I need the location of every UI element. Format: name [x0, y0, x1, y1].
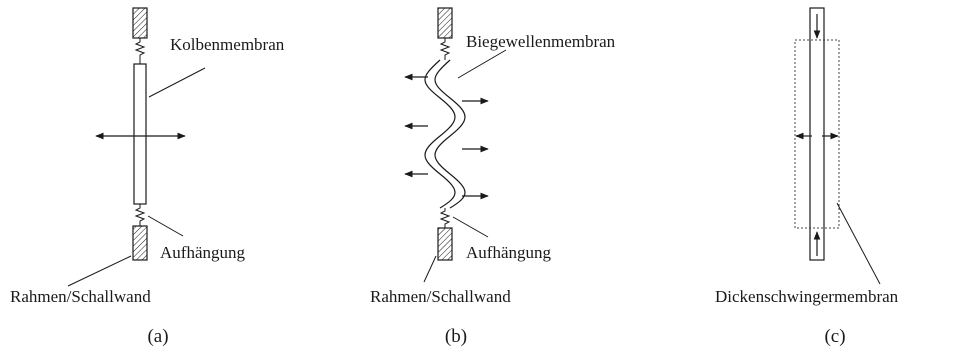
panel-a: Kolbenmembran Aufhängung Rahmen/Schallwa…: [10, 7, 285, 347]
leader-membrane-b: [457, 49, 507, 79]
suspension-spring-bottom-b: [439, 208, 451, 228]
membrane-label-c: Dickenschwingermembran: [715, 287, 899, 306]
frame-label-a: Rahmen/Schallwand: [10, 287, 151, 306]
leader-membrane-c: [836, 202, 881, 285]
leader-membrane-a: [148, 67, 206, 98]
caption-c: (c): [824, 326, 845, 347]
caption-b: (b): [445, 326, 467, 347]
suspension-spring-top-b: [439, 38, 451, 60]
bending-membrane-right-edge-b: [434, 59, 466, 209]
caption-a: (a): [147, 326, 168, 347]
panel-c: Dickenschwingermembran (c): [715, 7, 899, 347]
frame-bottom-a: [132, 225, 148, 261]
piston-membrane-a: [133, 63, 147, 205]
frame-label-b: Rahmen/Schallwand: [370, 287, 511, 306]
membrane-label-a: Kolbenmembran: [170, 35, 285, 54]
suspension-label-a: Aufhängung: [160, 243, 245, 262]
leader-frame-b: [423, 255, 437, 283]
suspension-label-b: Aufhängung: [466, 243, 551, 262]
frame-bottom-b: [437, 227, 453, 261]
suspension-spring-top-a: [134, 38, 146, 64]
leader-suspension-a: [147, 215, 184, 237]
membrane-outline-c: [809, 7, 825, 261]
panel-b: Biegewellenmembran Aufhängung Rahmen/Sch…: [370, 7, 616, 347]
suspension-spring-bottom-a: [134, 204, 146, 226]
frame-top-a: [132, 7, 148, 39]
leader-frame-a: [67, 255, 132, 287]
thickness-envelope-c: [794, 39, 840, 229]
leader-suspension-b: [452, 216, 489, 238]
bending-membrane-left-edge-b: [424, 59, 456, 209]
frame-top-b: [437, 7, 453, 39]
membrane-label-b: Biegewellenmembran: [466, 32, 616, 51]
